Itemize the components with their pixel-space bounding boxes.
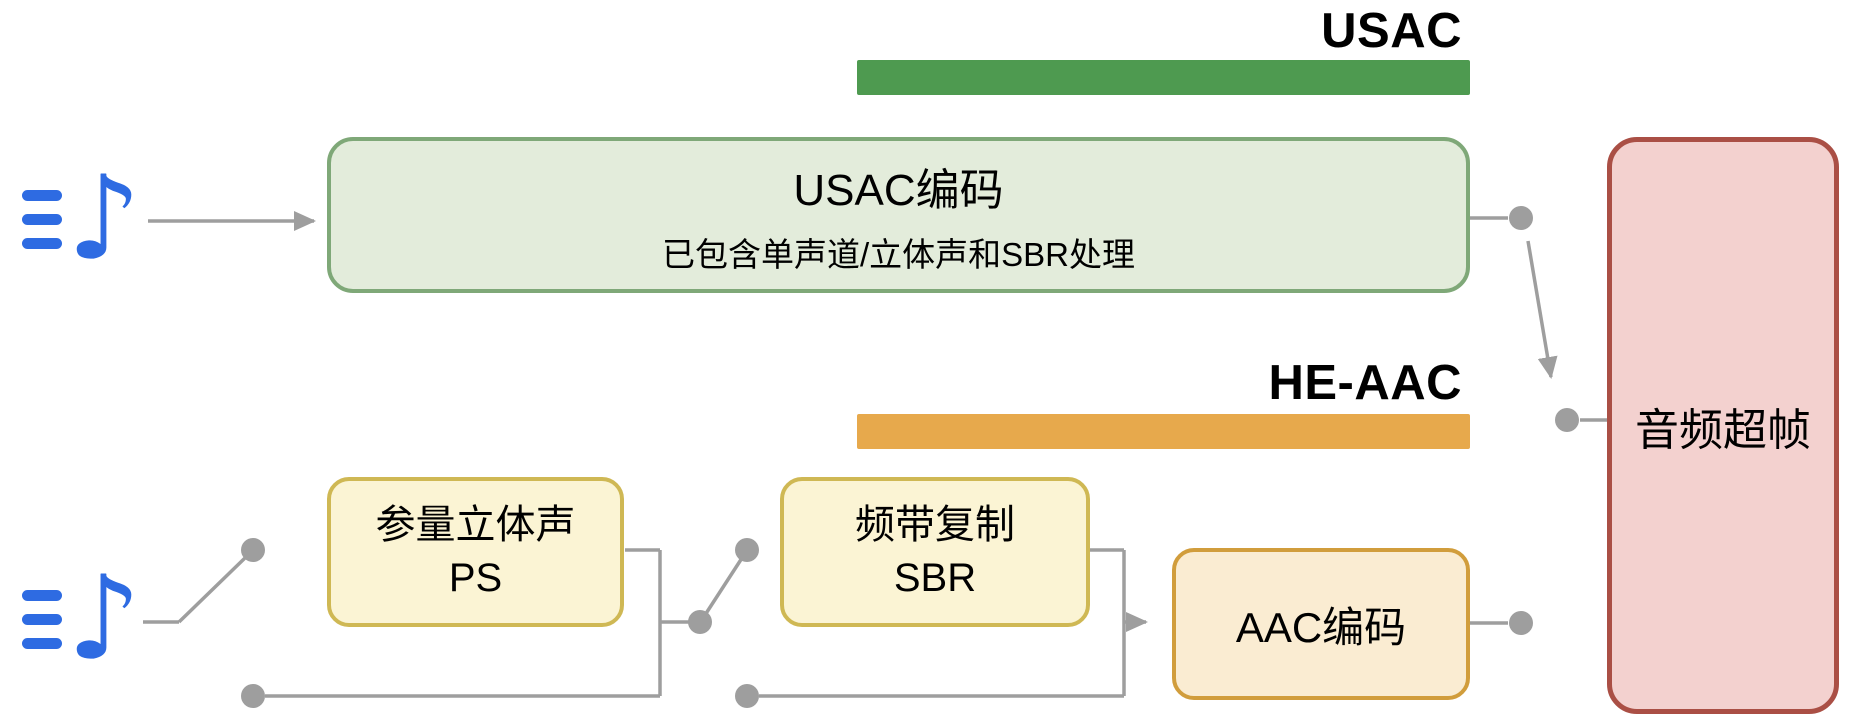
usac-output-dot [1509, 206, 1533, 230]
music-note-icon: ♪ [22, 551, 142, 686]
staff-lines-icon [22, 189, 62, 249]
switch1-arm [177, 555, 248, 624]
usac-encoder-subtitle: 已包含单声道/立体声和SBR处理 [661, 236, 1136, 273]
sbr-box-line1: 频带复制 [855, 503, 1015, 548]
aac-encoder-box: AAC编码 [1172, 548, 1470, 700]
usac-headline-bar [857, 60, 1470, 95]
switch2-arm [703, 557, 744, 616]
switch1-contact-dot [241, 538, 265, 562]
superframe-selector-arrow [1526, 240, 1558, 379]
sbr-box-line2: SBR [893, 556, 977, 600]
aac-encoder-label: AAC编码 [1235, 603, 1407, 651]
music-note-icon: ♪ [22, 151, 142, 286]
aac-output-dot [1509, 611, 1533, 635]
eighth-note-icon: ♪ [67, 151, 142, 286]
sbr-bypass-dot [735, 684, 759, 708]
sbr-box: 频带复制 SBR [780, 477, 1090, 627]
switch2-pivot-dot [688, 610, 712, 634]
heaac-headline-bar [857, 414, 1470, 449]
heaac-label: HE-AAC [1268, 356, 1462, 410]
superframe-input-dot [1555, 408, 1579, 432]
audio-superframe-label: 音频超帧 [1635, 405, 1811, 455]
ps-box-line2: PS [448, 556, 503, 600]
ps-box-line1: 参量立体声 [375, 503, 576, 548]
staff-lines-icon [22, 589, 62, 649]
usac-label: USAC [1321, 4, 1462, 58]
switch2-contact-dot [735, 538, 759, 562]
eighth-note-icon: ♪ [67, 551, 142, 686]
parametric-stereo-box: 参量立体声 PS [327, 477, 624, 627]
ps-bypass-dot [241, 684, 265, 708]
audio-superframe-box: 音频超帧 [1607, 137, 1839, 714]
usac-encoder-title: USAC编码 [793, 166, 1004, 215]
usac-encoder-box: USAC编码 已包含单声道/立体声和SBR处理 [327, 137, 1470, 293]
